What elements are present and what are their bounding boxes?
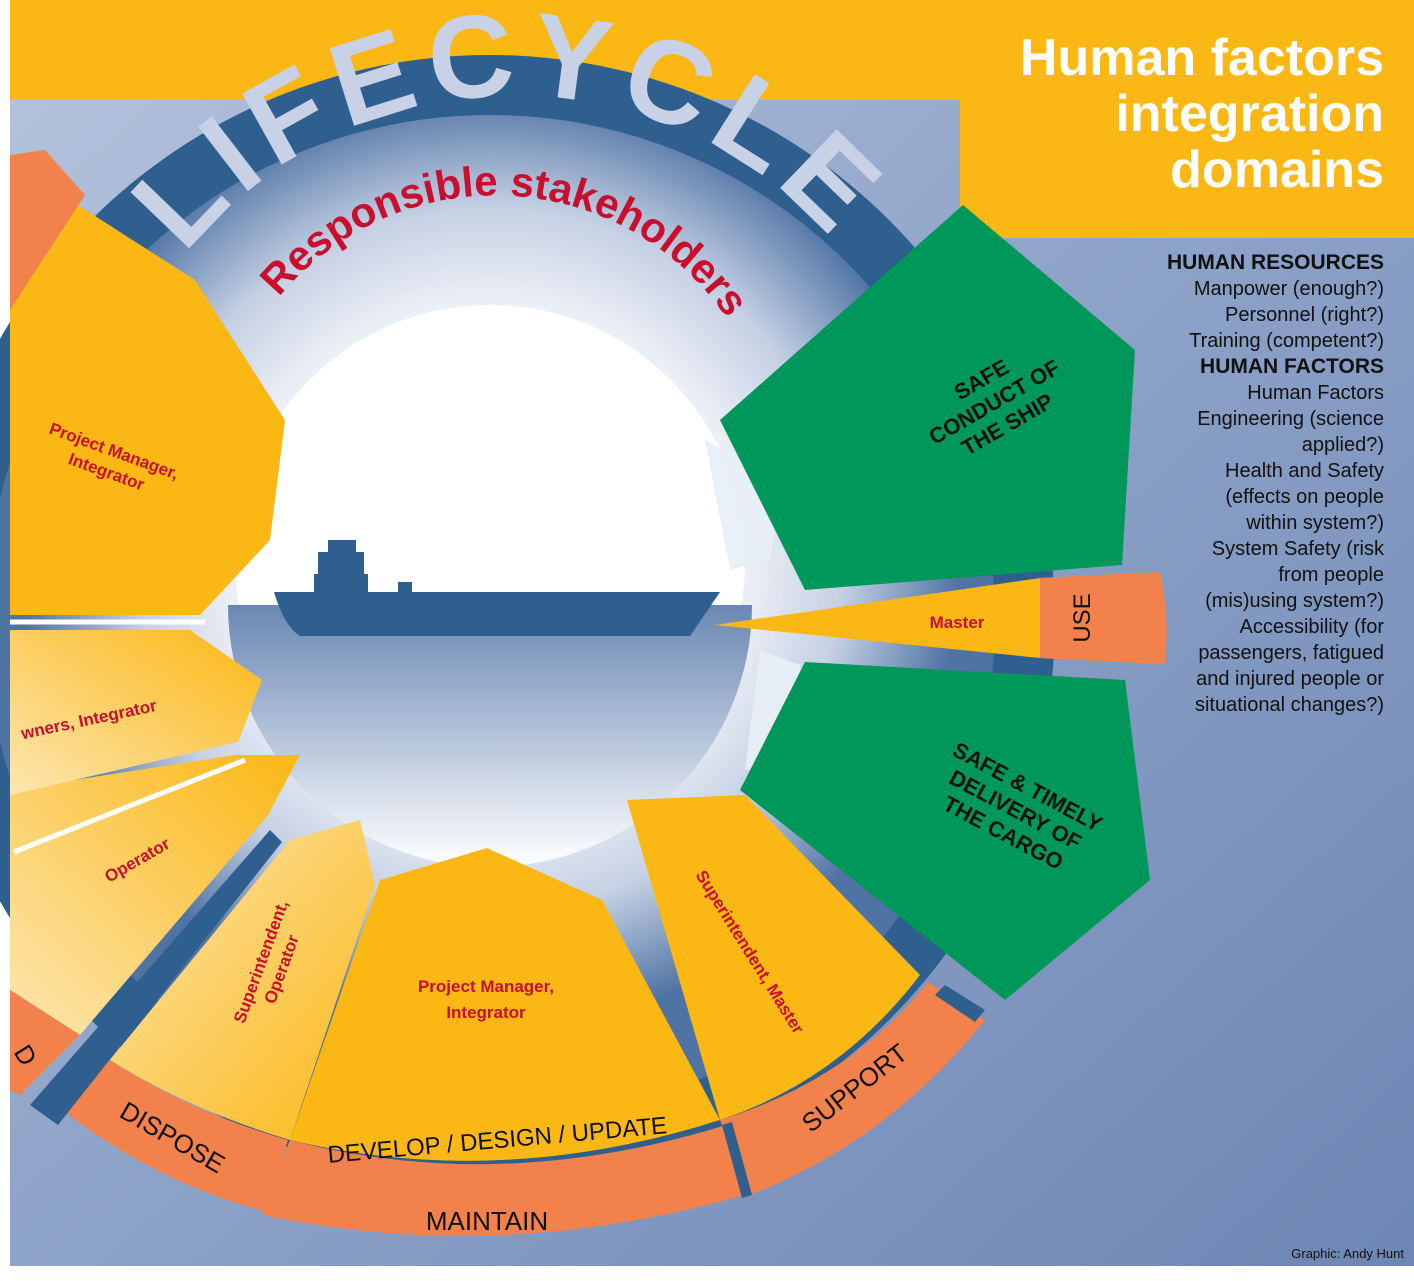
domain-line: (mis)using system?) bbox=[1205, 590, 1384, 612]
segment-support bbox=[627, 795, 920, 1120]
phase-band-maintain bbox=[262, 1125, 745, 1236]
segment-project-left bbox=[10, 200, 285, 615]
ship-icon bbox=[274, 540, 720, 636]
segment-owners bbox=[10, 630, 262, 795]
gap-shade bbox=[705, 440, 780, 570]
domain-line: (effects on people bbox=[1225, 486, 1384, 508]
domain-heading: HUMAN RESOURCES bbox=[1166, 251, 1384, 274]
domain-heading: HUMAN FACTORS bbox=[1200, 355, 1384, 378]
goal-safe-delivery bbox=[740, 662, 1150, 1000]
divider-bar bbox=[30, 830, 282, 1125]
domain-line: from people bbox=[1278, 564, 1384, 586]
phase-band-partial bbox=[10, 990, 80, 1095]
segment-develop bbox=[290, 848, 720, 1161]
domain-line: within system?) bbox=[1246, 512, 1384, 534]
stakeholder-master: Master bbox=[930, 613, 985, 632]
page-title: Human factors integration domains bbox=[924, 30, 1384, 198]
phase-band-dispose bbox=[65, 1060, 288, 1212]
domain-line: Human Factors bbox=[1247, 382, 1384, 404]
phase-band-support bbox=[720, 982, 985, 1195]
domain-line: and injured people or bbox=[1196, 668, 1384, 690]
goal-safe-conduct bbox=[720, 205, 1135, 590]
domain-line: applied?) bbox=[1301, 434, 1384, 456]
domain-line: Accessibility (for bbox=[1239, 616, 1384, 638]
domain-line: passengers, fatigued bbox=[1198, 642, 1384, 664]
divider-bar bbox=[722, 1122, 752, 1198]
phase-band-use bbox=[1040, 572, 1167, 664]
domain-line: System Safety (risk bbox=[1211, 538, 1384, 560]
sea bbox=[228, 605, 752, 867]
graphic-credit: Graphic: Andy Hunt bbox=[1291, 1246, 1404, 1261]
domain-line: Training (competent?) bbox=[1189, 330, 1384, 352]
stakeholder-pm-integrator-1: Project Manager, bbox=[418, 977, 554, 996]
title-line: integration bbox=[1115, 85, 1384, 143]
phase-band-left bbox=[10, 150, 85, 310]
title-line: Human factors bbox=[1019, 29, 1384, 87]
divider-bar bbox=[935, 985, 985, 1022]
title-line: domains bbox=[1170, 141, 1384, 199]
domains-list: HUMAN RESOURCES Manpower (enough?) Personn… bbox=[1084, 250, 1384, 718]
domain-line: Engineering (science bbox=[1197, 408, 1384, 430]
title-panel bbox=[960, 0, 1414, 238]
domain-line: Manpower (enough?) bbox=[1193, 278, 1384, 300]
domain-line: situational changes?) bbox=[1194, 694, 1384, 716]
segment-dispose bbox=[110, 820, 375, 1140]
domain-line: Health and Safety bbox=[1225, 460, 1384, 482]
domain-line: Personnel (right?) bbox=[1225, 304, 1384, 326]
phase-use-label: USE bbox=[1069, 593, 1096, 642]
stakeholder-pm-integrator-2: Integrator bbox=[446, 1003, 526, 1022]
phase-maintain-label: MAINTAIN bbox=[426, 1206, 548, 1236]
separator-line bbox=[13, 757, 246, 855]
